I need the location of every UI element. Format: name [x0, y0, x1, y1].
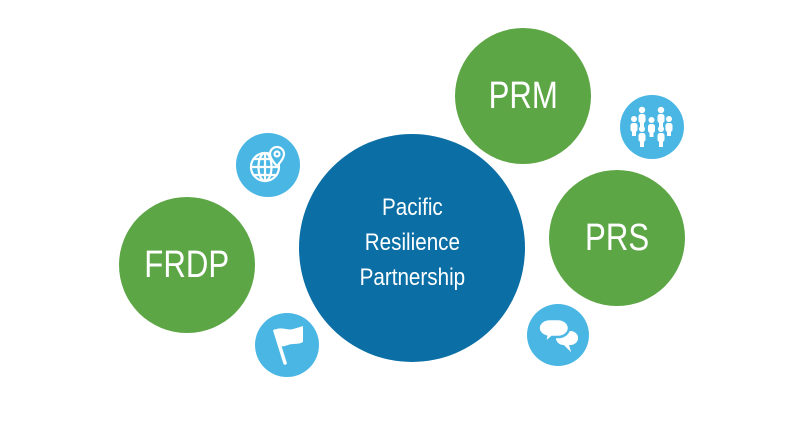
node-label-prs: PRS [584, 216, 650, 259]
node-label-frdp: FRDP [144, 243, 230, 286]
node-circle-prm: PRM [455, 28, 591, 164]
center-label: Pacific Resilience Partnership [359, 190, 465, 295]
person-figure [638, 106, 646, 127]
center-label-line-1: Pacific [381, 193, 443, 221]
globe-location-icon [236, 133, 300, 197]
person-figure [638, 126, 646, 147]
center-label-line-2: Resilience [364, 228, 460, 256]
flag-icon [255, 313, 319, 377]
node-circle-prs: PRS [549, 170, 685, 306]
people-group-icon [620, 95, 684, 159]
person-figure [630, 116, 638, 136]
person-figure [665, 116, 673, 136]
person-figure [657, 106, 665, 127]
node-circle-frdp: FRDP [119, 197, 255, 333]
chat-bubbles-icon [527, 304, 589, 366]
person-figure [648, 117, 655, 137]
center-label-line-3: Partnership [359, 263, 465, 291]
person-figure [657, 126, 665, 147]
center-circle-pacific-resilience-partnership: Pacific Resilience Partnership [299, 134, 525, 362]
node-label-prm: PRM [488, 74, 558, 117]
